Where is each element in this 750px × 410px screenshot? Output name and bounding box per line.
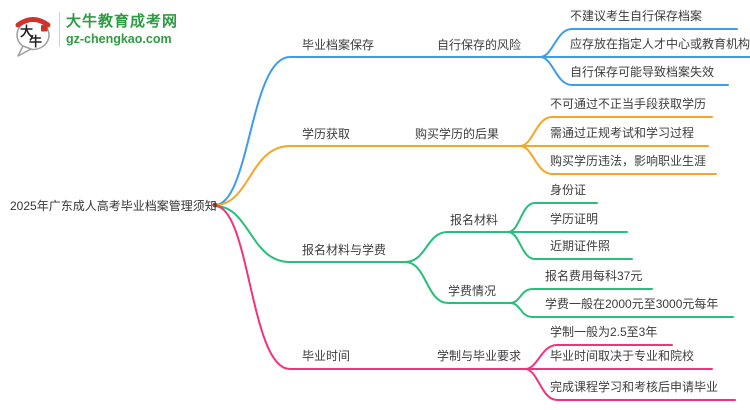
site-domain: gz-chengkao.com <box>66 32 172 46</box>
svg-text:牛: 牛 <box>29 34 42 49</box>
node-tuition-info: 学费情况 <box>448 284 497 298</box>
branch-materials-subA-leaf1-underline <box>507 202 598 233</box>
node-archive-keeping: 毕业档案保存 <box>302 38 375 52</box>
node-graduation-time: 毕业时间 <box>302 349 351 363</box>
branch-materials-subB-line <box>404 261 511 304</box>
branch-graduation-leaf3-underline <box>524 368 736 401</box>
node-buying-degree-consequence: 购买学历的后果 <box>415 127 500 141</box>
leaf-schooling-length: 学制一般为2.5至3年 <box>550 325 658 339</box>
leaf-id-card: 身份证 <box>550 183 587 197</box>
branch-archive-main-line <box>214 56 541 206</box>
branch-materials-subA-line <box>404 231 509 263</box>
logo-text-block: 大牛教育成考网 gz-chengkao.com <box>59 12 178 47</box>
branch-materials-subA-leaf3-underline <box>507 231 633 260</box>
leaf-apply-after-courses: 完成课程学习和考核后申请毕业 <box>550 380 719 394</box>
leaf-recent-photo: 近期证件照 <box>550 239 611 253</box>
branch-degree-leaf3-underline <box>519 145 717 175</box>
branch-materials-main-line <box>214 205 406 263</box>
node-materials-and-fees: 报名材料与学费 <box>302 243 387 257</box>
leaf-education-proof: 学历证明 <box>550 212 599 226</box>
branch-materials-subB-leaf2-underline <box>509 302 734 318</box>
leaf-formal-exam-required: 需通过正规考试和学习过程 <box>550 126 695 140</box>
branch-archive-leaf3-underline <box>539 56 729 86</box>
leaf-self-keep-invalid: 自行保存可能导致档案失效 <box>570 65 715 79</box>
node-schooling-requirements: 学制与毕业要求 <box>437 349 522 363</box>
leaf-depends-on-major: 毕业时间取决于专业和院校 <box>550 349 695 363</box>
branch-graduation-main-line <box>214 205 526 370</box>
root-junction-dot <box>212 202 218 208</box>
root-node-title: 2025年广东成人高考毕业档案管理须知 <box>10 199 217 213</box>
branch-degree-main-line <box>214 145 521 206</box>
site-name: 大牛教育成考网 <box>66 13 179 30</box>
leaf-no-self-keep: 不建议考生自行保存档案 <box>570 9 703 23</box>
leaf-store-talent-center: 应存放在指定人才中心或教育机构 <box>570 37 750 51</box>
branch-degree-leaf1-underline <box>519 116 713 147</box>
leaf-buying-degree-illegal: 购买学历违法，影响职业生涯 <box>550 154 707 168</box>
logo-bubble-icon: 大 牛 <box>15 17 51 57</box>
node-self-keep-risk: 自行保存的风险 <box>437 38 522 52</box>
node-registration-materials: 报名材料 <box>450 213 499 227</box>
svg-text:大: 大 <box>20 24 33 39</box>
leaf-tuition-range: 学费一般在2000元至3000元每年 <box>545 297 719 311</box>
leaf-no-improper-means: 不可通过不正当手段获取学历 <box>550 97 707 111</box>
site-logo: 大 牛 大牛教育成考网 gz-chengkao.com <box>12 12 178 58</box>
branch-archive-leaf1-underline <box>539 28 738 58</box>
leaf-registration-fee: 报名费用每科37元 <box>545 269 643 283</box>
node-degree-acquisition: 学历获取 <box>302 127 351 141</box>
